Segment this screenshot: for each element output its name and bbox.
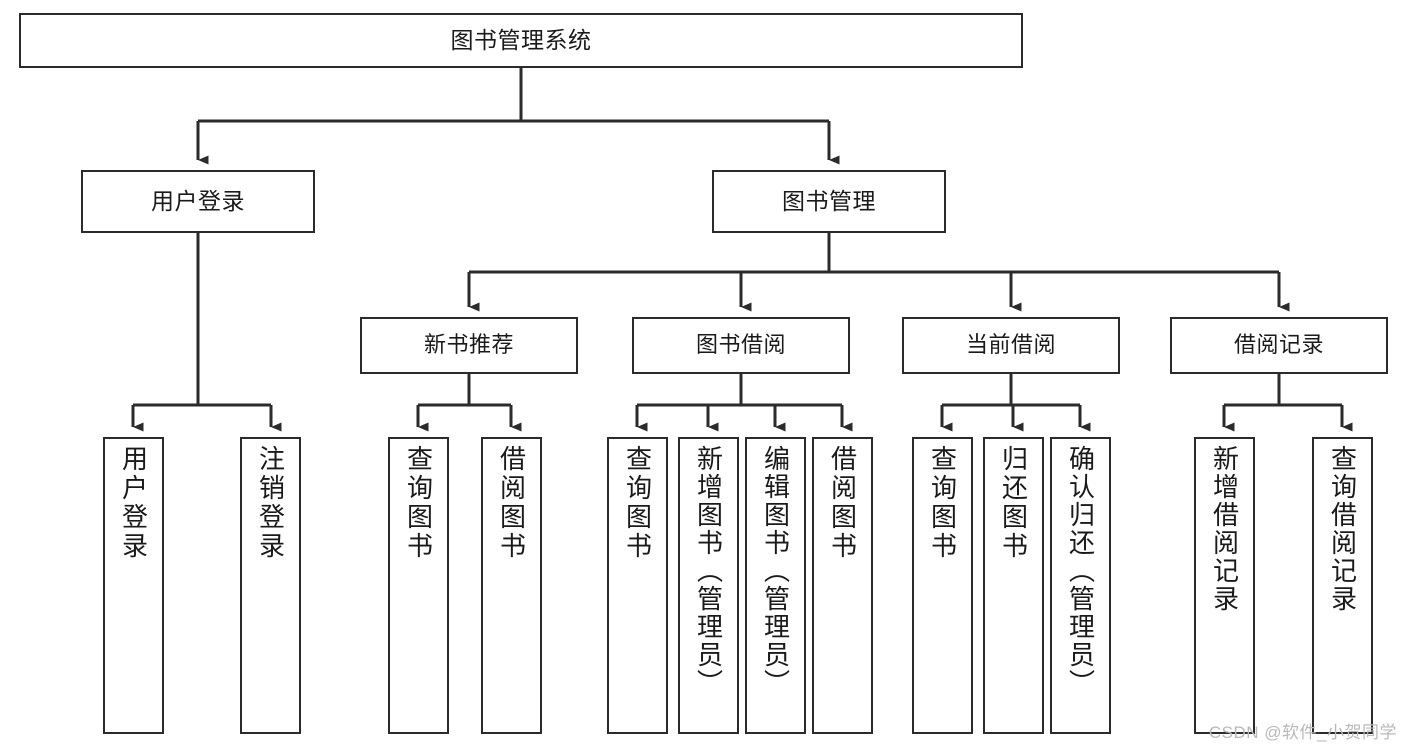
node-leaf-borrow-book-rec-label: 借阅图书 <box>496 445 527 561</box>
node-leaf-query-book-current-label: 查询图书 <box>927 445 958 561</box>
node-current-borrow[interactable]: 当前借阅 <box>902 317 1120 374</box>
node-leaf-return-book-label: 归还图书 <box>998 445 1029 561</box>
node-user-login-label: 用户登录 <box>151 187 245 214</box>
node-leaf-borrow-book[interactable]: 借阅图书 <box>812 437 873 734</box>
node-leaf-query-book-current[interactable]: 查询图书 <box>912 437 973 734</box>
node-leaf-query-borrow-record[interactable]: 查询借阅记录 <box>1312 437 1373 734</box>
node-leaf-add-book-admin[interactable]: 新增图书（管理员） <box>678 437 739 734</box>
node-new-book-recommend-label: 新书推荐 <box>423 332 514 358</box>
node-leaf-query-book-borrow-label: 查询图书 <box>622 445 653 561</box>
csdn-watermark: CSDN @软件_小贺同学 <box>1208 723 1397 742</box>
node-borrow-record[interactable]: 借阅记录 <box>1170 317 1388 374</box>
node-leaf-confirm-return-admin[interactable]: 确认归还（管理员） <box>1050 437 1111 734</box>
node-leaf-edit-book-admin-label: 编辑图书（管理员） <box>760 445 791 697</box>
node-leaf-user-logout-label: 注销登录 <box>255 445 286 561</box>
node-leaf-query-book-rec[interactable]: 查询图书 <box>388 437 449 734</box>
node-leaf-add-borrow-record-label: 新增借阅记录 <box>1209 445 1240 613</box>
node-leaf-query-book-borrow[interactable]: 查询图书 <box>607 437 668 734</box>
node-book-borrow[interactable]: 图书借阅 <box>632 317 850 374</box>
node-book-manage[interactable]: 图书管理 <box>712 170 946 233</box>
node-leaf-add-borrow-record[interactable]: 新增借阅记录 <box>1194 437 1255 734</box>
node-leaf-add-book-admin-label: 新增图书（管理员） <box>693 445 724 697</box>
node-root-label: 图书管理系统 <box>450 26 592 53</box>
node-current-borrow-label: 当前借阅 <box>965 332 1056 358</box>
node-leaf-query-borrow-record-label: 查询借阅记录 <box>1327 445 1358 613</box>
node-new-book-recommend[interactable]: 新书推荐 <box>360 317 578 374</box>
node-leaf-edit-book-admin[interactable]: 编辑图书（管理员） <box>745 437 806 734</box>
node-user-login[interactable]: 用户登录 <box>81 170 315 233</box>
node-leaf-borrow-book-label: 借阅图书 <box>827 445 858 561</box>
node-root[interactable]: 图书管理系统 <box>19 13 1023 68</box>
node-leaf-confirm-return-admin-label: 确认归还（管理员） <box>1065 445 1096 697</box>
node-leaf-return-book[interactable]: 归还图书 <box>983 437 1044 734</box>
node-book-borrow-label: 图书借阅 <box>695 332 786 358</box>
node-leaf-user-logout[interactable]: 注销登录 <box>240 437 301 734</box>
node-leaf-borrow-book-rec[interactable]: 借阅图书 <box>481 437 542 734</box>
node-leaf-user-login-label: 用户登录 <box>118 445 149 561</box>
node-borrow-record-label: 借阅记录 <box>1233 332 1324 358</box>
node-leaf-query-book-rec-label: 查询图书 <box>403 445 434 561</box>
node-leaf-user-login[interactable]: 用户登录 <box>103 437 164 734</box>
node-book-manage-label: 图书管理 <box>782 187 876 214</box>
